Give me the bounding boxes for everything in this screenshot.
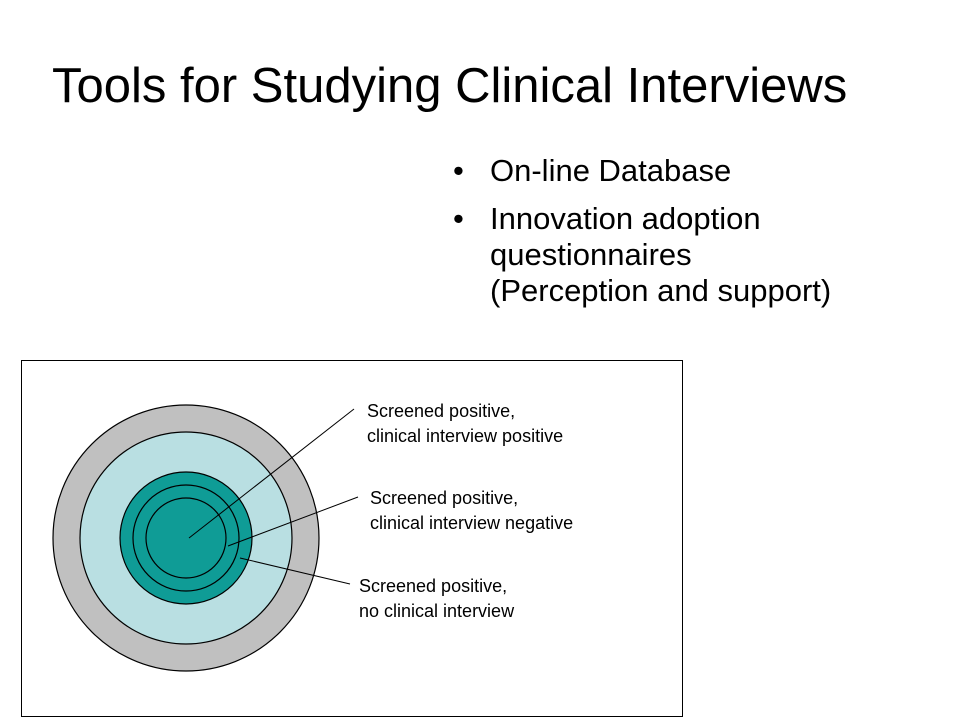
bullet-text-line: questionnaires	[490, 237, 692, 272]
diagram-canvas	[52, 404, 359, 672]
slide-title: Tools for Studying Clinical Interviews	[52, 59, 848, 113]
bullet-dot-icon: •	[453, 201, 464, 236]
bullet-text-line: On-line Database	[490, 153, 732, 188]
label-interview-positive: Screened positive, clinical interview po…	[367, 399, 563, 449]
bullet-text-line: (Perception and support)	[490, 273, 832, 308]
concentric-circles-diagram: Screened positive, clinical interview po…	[21, 360, 683, 717]
label-no-interview: Screened positive, no clinical interview	[359, 574, 514, 624]
inner-ring-2	[145, 497, 227, 579]
label-interview-negative: Screened positive, clinical interview ne…	[370, 486, 573, 536]
bullet-item-online-database: • On-line Database	[450, 153, 930, 189]
label-line: no clinical interview	[359, 601, 515, 621]
inner-ring-1	[132, 484, 240, 592]
label-line: Screened positive,	[370, 488, 519, 508]
leader-line-interview-negative	[227, 496, 359, 547]
bullet-dot-icon: •	[453, 153, 464, 188]
label-line: Screened positive,	[359, 576, 508, 596]
bullet-item-innovation-adoption: • Innovation adoption questionnaires (Pe…	[450, 201, 930, 309]
label-line: clinical interview positive	[367, 426, 564, 446]
bullet-text-line: Innovation adoption	[490, 201, 761, 236]
leader-line-interview-positive	[188, 408, 355, 539]
dark-teal-circle	[119, 471, 253, 605]
bullet-list: • On-line Database • Innovation adoption…	[450, 153, 930, 321]
leader-line-no-interview	[239, 557, 351, 585]
label-line: Screened positive,	[367, 401, 516, 421]
label-line: clinical interview negative	[370, 513, 574, 533]
